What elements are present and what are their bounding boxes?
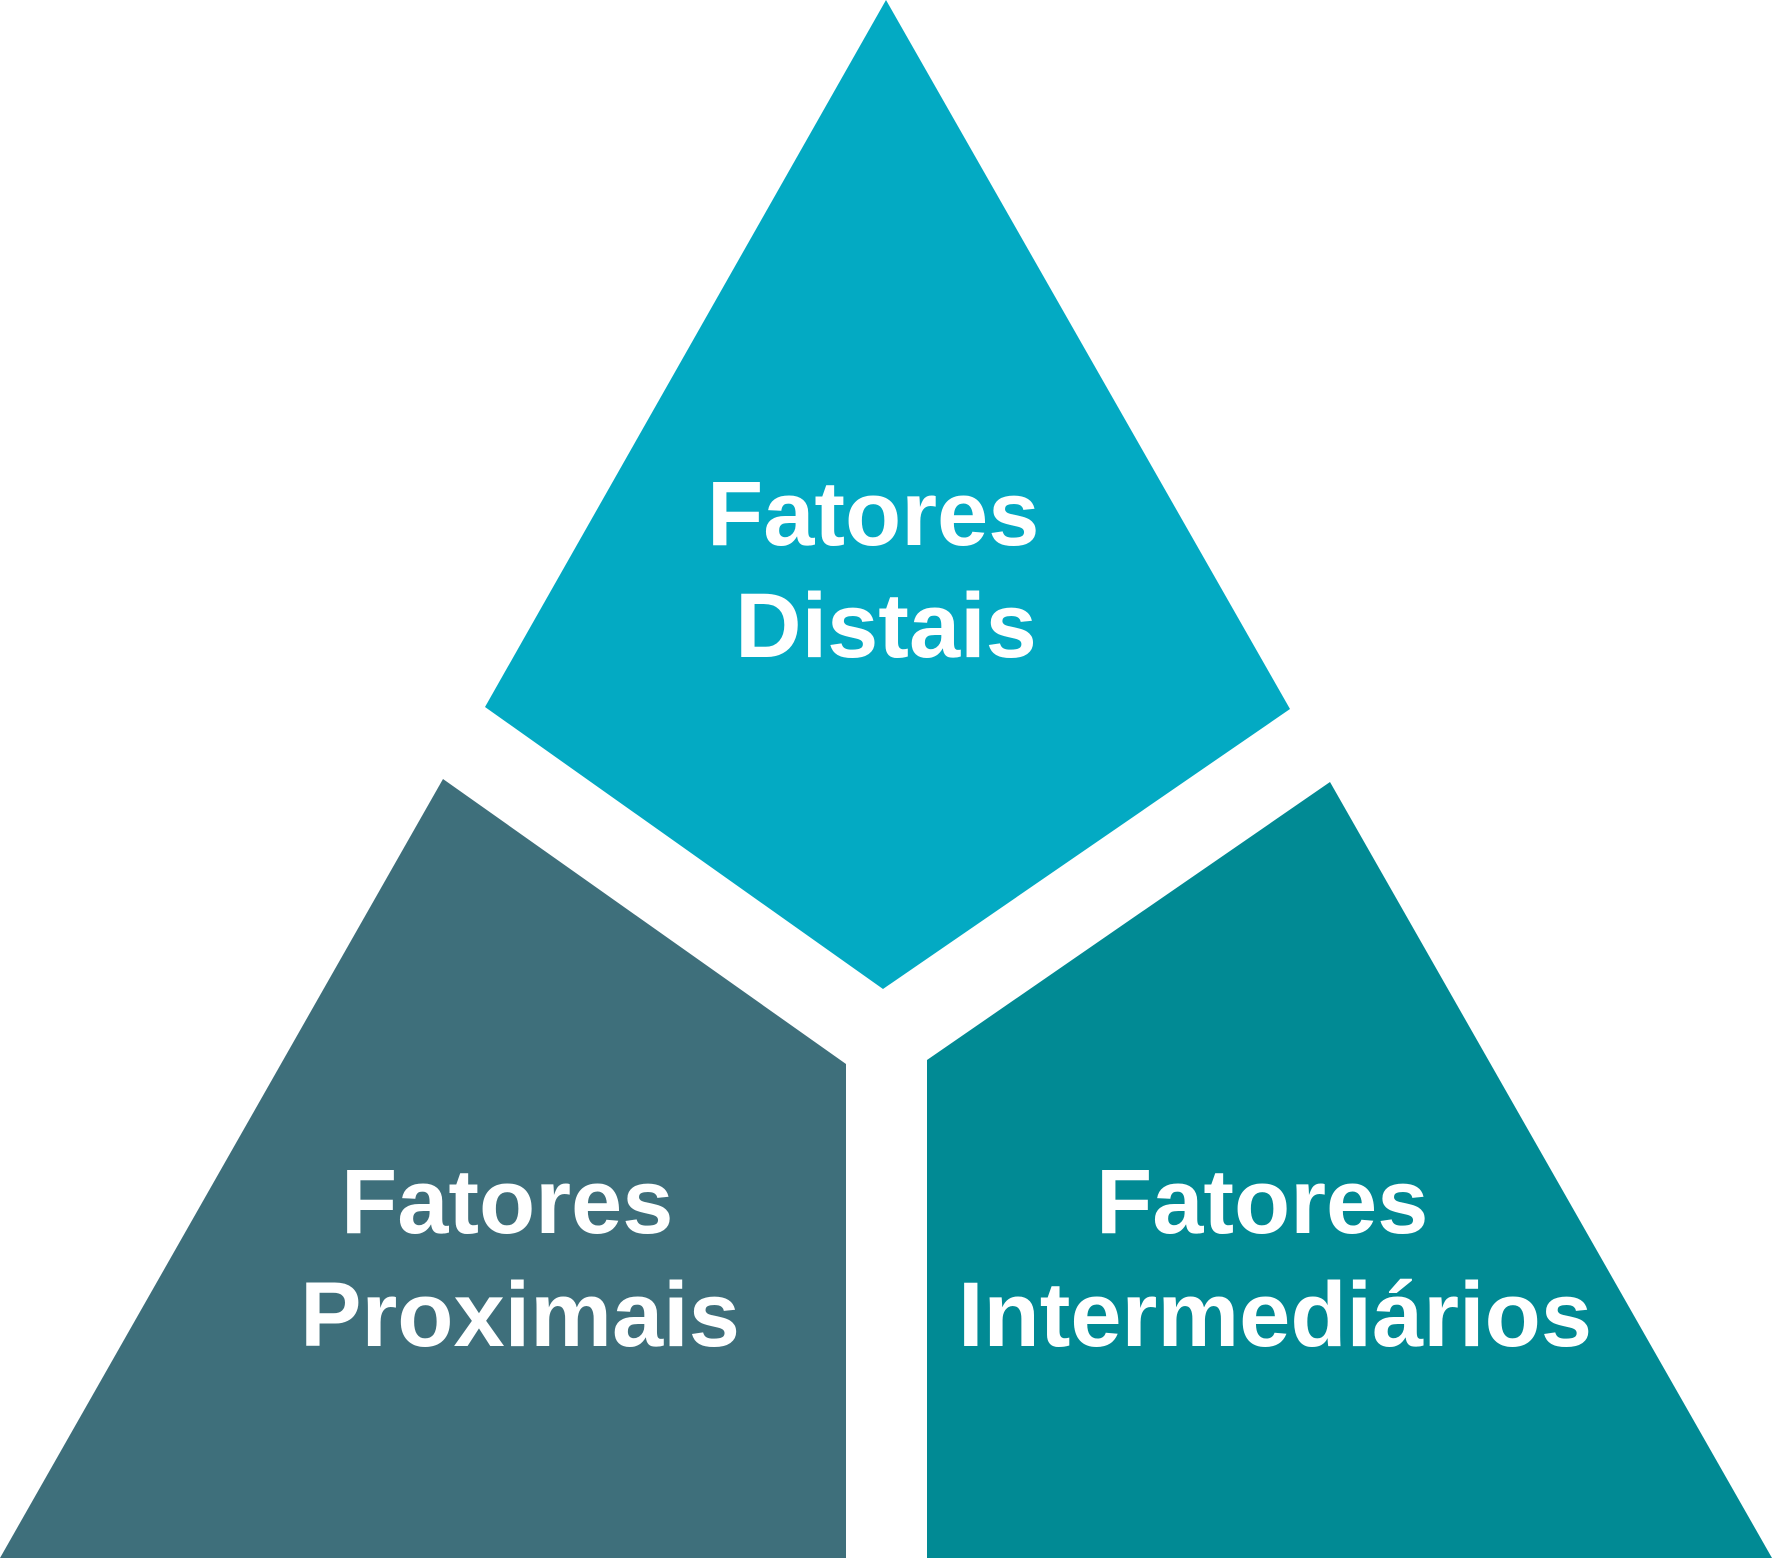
segment-proximais: Fatores Proximais xyxy=(0,779,846,1558)
segment-proximais-shape xyxy=(0,779,846,1558)
segment-distais-line1: Fatores xyxy=(707,463,1039,565)
segment-proximais-label: Fatores Proximais xyxy=(300,1151,740,1366)
segment-intermediarios-shape xyxy=(927,782,1772,1558)
segment-intermediarios-line2: Intermediários xyxy=(958,1264,1592,1366)
segment-distais-label: Fatores Distais xyxy=(707,463,1065,677)
segment-distais-shape xyxy=(485,0,1290,989)
segment-distais: Fatores Distais xyxy=(485,0,1290,989)
segment-proximais-line1: Fatores xyxy=(341,1151,673,1253)
segment-intermediarios: Fatores Intermediários xyxy=(927,782,1772,1558)
segment-proximais-line2: Proximais xyxy=(300,1264,740,1366)
segment-intermediarios-label: Fatores Intermediários xyxy=(958,1151,1592,1366)
segment-distais-line2: Distais xyxy=(735,575,1037,677)
segment-intermediarios-line1: Fatores xyxy=(1096,1151,1428,1253)
